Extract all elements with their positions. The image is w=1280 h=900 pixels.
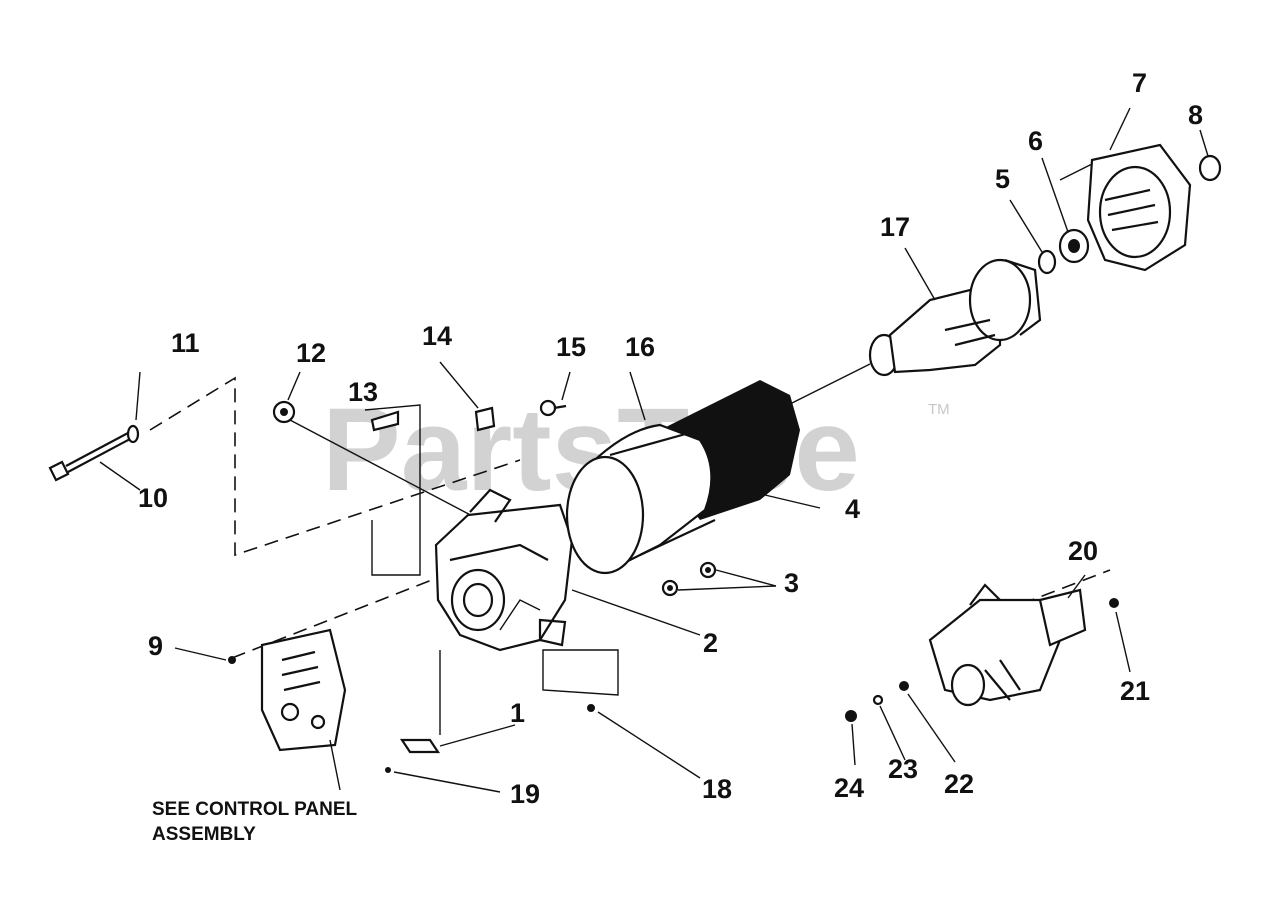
callout-10: 10 <box>138 483 168 513</box>
part-9-screw <box>228 656 236 664</box>
callout-2: 2 <box>703 628 718 658</box>
control-panel-plate <box>260 628 347 752</box>
callout-17: 17 <box>880 212 910 242</box>
part-4-stator-housing <box>565 380 800 575</box>
callout-24: 24 <box>834 773 864 803</box>
part-10-bolt <box>48 432 131 482</box>
callout-4: 4 <box>845 494 860 524</box>
callout-11: 11 <box>171 328 200 358</box>
part-2-end-bracket <box>434 488 574 652</box>
callout-18: 18 <box>702 774 732 804</box>
callout-22: 22 <box>944 769 974 799</box>
part-6-bearing <box>1058 228 1090 264</box>
callout-9: 9 <box>148 631 163 661</box>
callout-12: 12 <box>296 338 326 368</box>
control-panel-note-line-2: ASSEMBLY <box>152 824 256 845</box>
part-7-end-housing <box>1086 143 1192 272</box>
callout-labels: 1 2 3 4 5 6 7 8 9 10 11 12 13 14 15 16 1… <box>138 68 1203 809</box>
callout-6: 6 <box>1028 126 1043 156</box>
callout-21: 21 <box>1120 676 1150 706</box>
callout-14: 14 <box>422 321 452 351</box>
part-12-nut <box>272 400 296 424</box>
part-23-washer <box>872 694 884 706</box>
part-22-washer <box>899 681 909 691</box>
part-18-screw <box>587 704 595 712</box>
callout-5: 5 <box>995 164 1010 194</box>
callout-1: 1 <box>510 698 525 728</box>
part-15-screw <box>539 399 567 417</box>
part-1-bracket <box>399 738 441 754</box>
part-21-screw <box>1109 598 1119 608</box>
part-19-screw <box>385 767 391 773</box>
callout-13: 13 <box>348 377 378 407</box>
part-20-brush-holder <box>928 583 1087 707</box>
part-11-washer <box>126 424 140 444</box>
part-3-nuts <box>661 561 717 597</box>
part-24-nut <box>845 710 857 722</box>
part-17-rotor <box>868 258 1042 377</box>
watermark-trademark: TM <box>928 401 950 418</box>
control-panel-note-line-1: SEE CONTROL PANEL <box>152 799 358 820</box>
callout-3: 3 <box>784 568 799 598</box>
callout-8: 8 <box>1188 100 1203 130</box>
callout-23: 23 <box>888 754 918 784</box>
part-5-ring <box>1037 249 1057 275</box>
part-13-clip <box>370 410 400 432</box>
callout-16: 16 <box>625 332 655 362</box>
part-14-bracket <box>474 406 496 432</box>
callout-20: 20 <box>1068 536 1098 566</box>
callout-19: 19 <box>510 779 540 809</box>
callout-7: 7 <box>1132 68 1147 98</box>
part-8-clip <box>1198 154 1222 182</box>
leader-lines <box>99 107 1209 793</box>
callout-15: 15 <box>556 332 586 362</box>
